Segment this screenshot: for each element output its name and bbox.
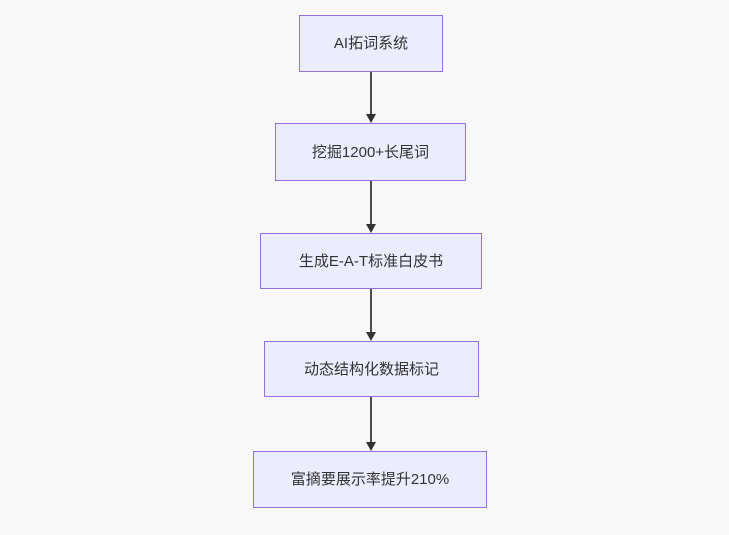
flow-node-ai-keyword-system: AI拓词系统	[299, 15, 443, 72]
arrow-down-icon	[366, 224, 376, 233]
flow-node-structured-data-markup: 动态结构化数据标记	[264, 341, 479, 397]
flow-node-eat-whitepaper: 生成E-A-T标准白皮书	[260, 233, 482, 289]
arrow-down-icon	[366, 114, 376, 123]
flow-edge-c-d	[370, 289, 372, 333]
flow-node-rich-snippet-rate: 富摘要展示率提升210%	[253, 451, 487, 508]
flow-node-longtail-mining: 挖掘1200+长尾词	[275, 123, 466, 181]
flow-edge-d-e	[370, 397, 372, 443]
flow-edge-b-c	[370, 181, 372, 225]
arrow-down-icon	[366, 332, 376, 341]
arrow-down-icon	[366, 442, 376, 451]
flow-edge-a-b	[370, 72, 372, 115]
